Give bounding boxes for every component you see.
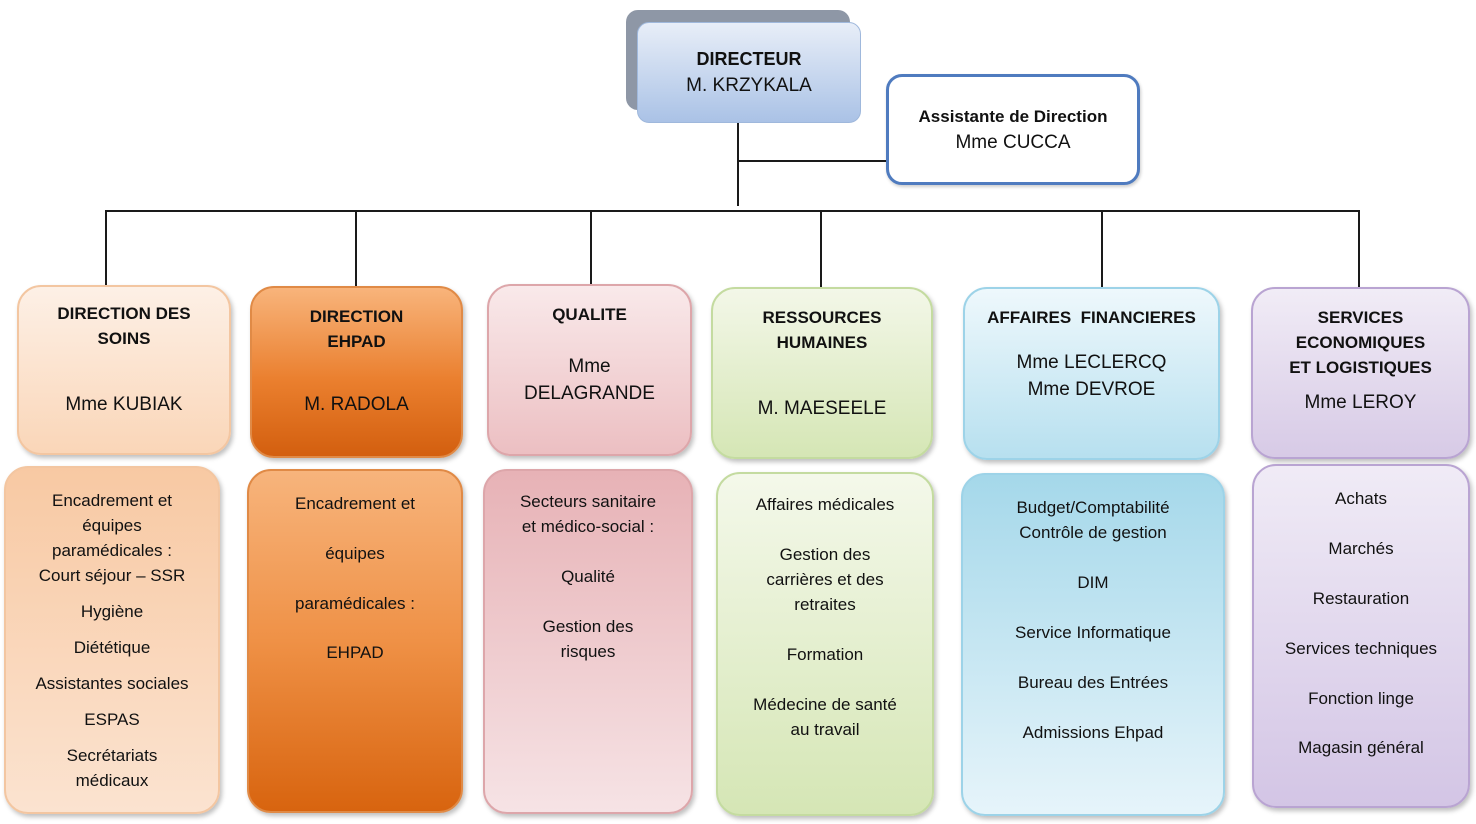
dept-sel-header: SERVICES ECONOMIQUES ET LOGISTIQUES Mme … (1251, 287, 1470, 459)
list-item: Services techniques (1284, 639, 1438, 658)
dept-soins-head: Mme KUBIAK (65, 394, 183, 415)
dept-qualite-services: Secteurs sanitaire et médico-social : Qu… (483, 469, 693, 814)
list-item: Formation (786, 645, 864, 664)
list-item: Magasin général (1298, 738, 1424, 757)
list-item: paramédicales : (294, 594, 415, 613)
list-item: Restauration (1312, 589, 1410, 608)
assistant-title: Assistante de Direction (918, 106, 1108, 126)
assistant-box: Assistante de Direction Mme CUCCA (886, 74, 1140, 185)
dept-qualite-header: QUALITE Mme DELAGRANDE (487, 284, 692, 456)
list-item: Hygiène (80, 602, 144, 621)
dept-rh-title: RESSOURCES HUMAINES (762, 308, 882, 352)
director-name: M. KRZYKALA (686, 74, 812, 96)
dept-soins-services: Encadrement et équipes paramédicales : C… (4, 466, 220, 814)
assistant-name: Mme CUCCA (955, 131, 1071, 153)
dept-ehpad-title: DIRECTION EHPAD (309, 307, 404, 351)
dept-ehpad-services: Encadrement et équipes paramédicales : E… (247, 469, 463, 813)
list-item: Encadrement et (294, 494, 415, 513)
dept-af-title: AFFAIRES FINANCIERES (987, 308, 1196, 327)
dept-sel-head: Mme LEROY (1304, 392, 1417, 413)
connector-drop-rh (820, 210, 822, 287)
connector-drop-soins (105, 210, 107, 285)
dept-soins-header: DIRECTION DES SOINS Mme KUBIAK (17, 285, 231, 455)
dept-qualite-title: QUALITE (552, 305, 627, 324)
dept-rh-services: Affaires médicales Gestion des carrières… (716, 472, 934, 816)
dept-ehpad-header: DIRECTION EHPAD M. RADOLA (250, 286, 463, 458)
list-item: EHPAD (326, 643, 384, 662)
list-item: Médecine de santé au travail (753, 695, 897, 739)
connector-horizontal-bus (105, 210, 1359, 212)
list-item: Achats (1335, 489, 1387, 508)
dept-sel-services: Achats Marchés Restauration Services tec… (1252, 464, 1470, 808)
connector-drop-qualite (590, 210, 592, 284)
connector-director-down (737, 123, 739, 206)
list-item: Qualité (561, 567, 615, 586)
list-item: Admissions Ehpad (1022, 723, 1164, 742)
list-item: Bureau des Entrées (1017, 673, 1169, 692)
director-title: DIRECTEUR (696, 48, 802, 69)
connector-drop-sel (1358, 210, 1360, 287)
dept-rh-head: M. MAESEELE (757, 398, 887, 419)
list-item: Gestion des carrières et des retraites (766, 545, 884, 614)
list-item: Gestion des risques (542, 617, 634, 661)
dept-af-header: AFFAIRES FINANCIERES Mme LECLERCQ Mme DE… (963, 287, 1220, 460)
connector-drop-ehpad (355, 210, 357, 286)
dept-sel-title: SERVICES ECONOMIQUES ET LOGISTIQUES (1289, 308, 1432, 377)
dept-rh-header: RESSOURCES HUMAINES M. MAESEELE (711, 287, 933, 459)
list-item: équipes (325, 544, 385, 563)
list-item: Secrétariats médicaux (66, 746, 158, 790)
list-item: Fonction linge (1308, 689, 1414, 708)
dept-qualite-head: Mme DELAGRANDE (524, 356, 655, 404)
director-box: DIRECTEUR M. KRZYKALA (637, 22, 861, 123)
list-item: Budget/Comptabilité Contrôle de gestion (1016, 498, 1170, 542)
dept-soins-title: DIRECTION DES SOINS (57, 304, 191, 348)
dept-ehpad-head: M. RADOLA (304, 394, 409, 415)
list-item: Service Informatique (1015, 623, 1171, 642)
list-item: Diététique (73, 638, 151, 657)
list-item: Encadrement et équipes paramédicales : C… (38, 491, 186, 585)
connector-drop-af (1101, 210, 1103, 287)
list-item: Assistantes sociales (35, 674, 189, 693)
dept-af-head: Mme LECLERCQ Mme DEVROE (1016, 352, 1167, 400)
connector-assistant (737, 160, 886, 162)
list-item: Marchés (1328, 539, 1394, 558)
dept-af-services: Budget/Comptabilité Contrôle de gestion … (961, 473, 1225, 816)
list-item: Affaires médicales (755, 495, 895, 514)
list-item: DIM (1077, 573, 1109, 592)
list-item: ESPAS (84, 710, 140, 729)
list-item: Secteurs sanitaire et médico-social : (519, 492, 657, 536)
